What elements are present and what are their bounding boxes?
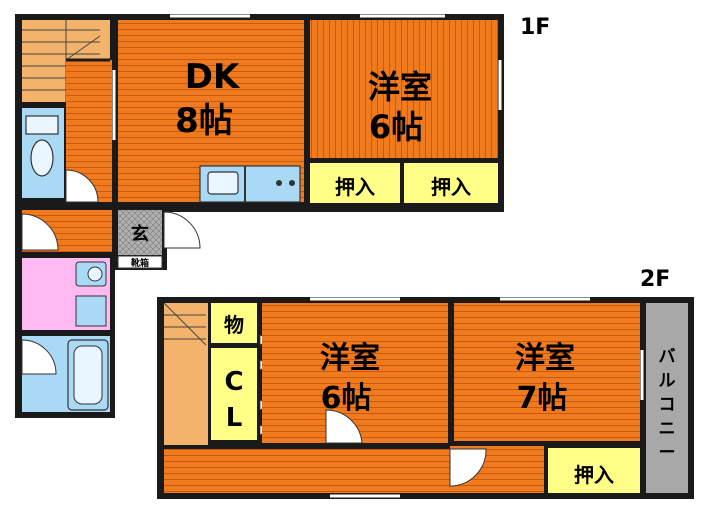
balcony xyxy=(646,303,688,493)
floor1-plan xyxy=(15,14,504,418)
floor1-label: 1F xyxy=(520,15,550,40)
closet-1f-a xyxy=(310,163,400,203)
balcony-char: ル xyxy=(659,371,676,391)
toilet-room xyxy=(22,108,64,198)
windows-1f xyxy=(112,14,502,140)
floor2-plan xyxy=(157,297,694,499)
balcony-char: ニ xyxy=(659,419,676,439)
entrance-label: 玄 xyxy=(131,223,149,245)
room-western-2f-7 xyxy=(454,303,640,441)
cl-c-label: C xyxy=(224,367,243,397)
room-western-2f-6 xyxy=(262,303,448,443)
closet-2f xyxy=(548,448,640,493)
dk-size: 8帖 xyxy=(175,101,233,141)
dk-name: DK xyxy=(185,57,241,97)
stairs-2f xyxy=(163,302,208,445)
western1-name: 洋室 xyxy=(368,68,432,106)
closet-1f-b xyxy=(404,163,498,203)
balcony-char: バ xyxy=(659,347,676,367)
kitchen-counter xyxy=(199,165,301,203)
balcony-char: ー xyxy=(659,443,676,463)
shoe-box-label: 靴箱 xyxy=(131,257,149,269)
closet-1f-a-label: 押入 xyxy=(335,175,375,199)
washroom-door xyxy=(21,213,59,251)
room7-name: 洋室 xyxy=(515,341,575,376)
closet-1f-b-label: 押入 xyxy=(431,175,471,199)
room6-size: 6帖 xyxy=(321,381,372,416)
room6-name: 洋室 xyxy=(320,341,380,376)
room7-size: 7帖 xyxy=(517,381,568,416)
washroom xyxy=(22,258,110,330)
toilet-door xyxy=(65,169,99,203)
western1-size: 6帖 xyxy=(369,108,423,146)
closet-cl xyxy=(211,348,257,440)
balcony-label: バ ル コ ニ ー xyxy=(659,347,676,463)
storage-2f xyxy=(211,303,257,343)
balcony-char: コ xyxy=(659,395,676,415)
bathroom xyxy=(21,336,110,412)
storage-label: 物 xyxy=(224,313,244,337)
floor2-label: 2F xyxy=(640,267,670,292)
entrance xyxy=(117,210,201,269)
room-western-1f xyxy=(310,20,498,158)
cl-l-label: L xyxy=(226,403,243,433)
windows-2f xyxy=(310,297,644,498)
closet-2f-label: 押入 xyxy=(574,463,614,487)
